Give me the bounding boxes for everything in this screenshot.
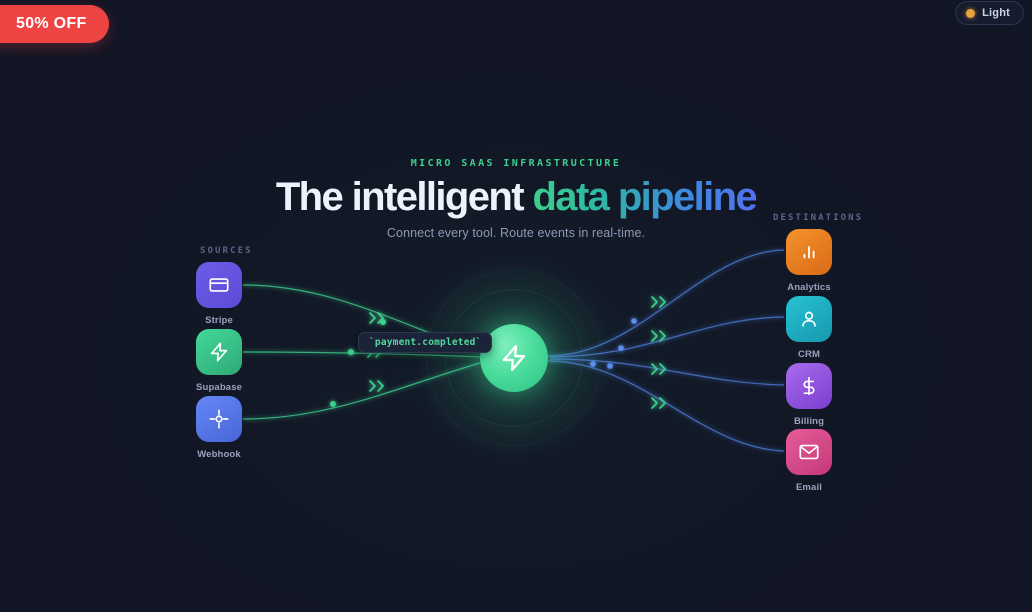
destination-node-analytics[interactable]: Analytics (786, 229, 832, 293)
destination-node-billing[interactable]: Billing (786, 363, 832, 427)
source-node-stripe[interactable]: Stripe (196, 262, 242, 326)
lightning-bolt-icon (210, 342, 228, 362)
crm-tile (786, 296, 832, 342)
source-node-supabase[interactable]: Supabase (196, 329, 242, 393)
destinations-column-label: DESTINATIONS (773, 213, 864, 223)
hub-outer-ring (426, 270, 602, 446)
destination-node-crm[interactable]: CRM (786, 296, 832, 360)
destination-flow-chevrons (651, 296, 666, 409)
destination-label: CRM (797, 349, 821, 360)
user-icon (802, 311, 816, 327)
hero-eyebrow: MICRO SAAS INFRASTRUCTURE (410, 158, 622, 169)
headline-plain: The intelligent (275, 175, 533, 219)
hub-inner-ring (445, 289, 583, 427)
theme-toggle-label: Light (982, 7, 1010, 19)
supabase-tile (196, 329, 242, 375)
destination-node-email[interactable]: Email (786, 429, 832, 493)
bar-chart-icon (803, 246, 815, 259)
envelope-icon (799, 444, 819, 460)
destination-label: Email (795, 482, 823, 493)
promo-badge[interactable]: 50% OFF (0, 5, 109, 43)
stripe-tile (196, 262, 242, 308)
page-title: The intelligent data pipeline (0, 177, 1032, 217)
dollar-icon (803, 376, 815, 396)
source-label: Webhook (197, 449, 241, 460)
event-tooltip: `payment.completed` (358, 332, 493, 353)
destination-label: Analytics (787, 282, 831, 293)
analytics-tile (786, 229, 832, 275)
webhook-tile (196, 396, 242, 442)
billing-tile (786, 363, 832, 409)
source-flow-particles (330, 319, 386, 407)
sources-column-label: SOURCES (200, 246, 253, 256)
sun-icon (966, 8, 976, 18)
lightning-bolt-icon (502, 344, 526, 372)
source-node-webhook[interactable]: Webhook (196, 396, 242, 460)
theme-toggle-button[interactable]: Light (955, 1, 1024, 25)
headline-gradient: data pipeline (532, 175, 757, 219)
email-tile (786, 429, 832, 475)
hero-subtitle: Connect every tool. Route events in real… (386, 226, 646, 240)
destination-label: Billing (793, 416, 825, 427)
source-label: Stripe (205, 315, 233, 326)
source-label: Supabase (196, 382, 243, 393)
hero-section: MICRO SAAS INFRASTRUCTURE The intelligen… (0, 158, 1032, 240)
crosshair-icon (209, 409, 229, 429)
credit-card-icon (209, 278, 229, 292)
